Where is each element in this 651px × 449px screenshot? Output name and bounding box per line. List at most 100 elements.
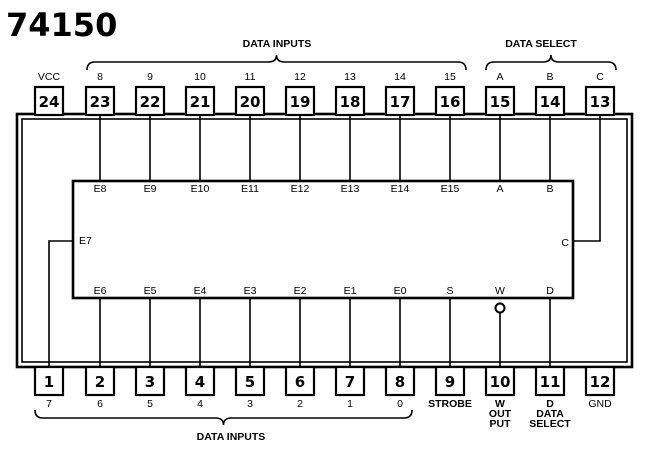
pin-box <box>134 85 166 117</box>
pin-label: 13 <box>344 71 356 83</box>
inner-signal-label: E13 <box>341 183 360 195</box>
pin-box <box>284 85 316 117</box>
pin-box <box>434 365 466 397</box>
pin-box <box>534 365 566 397</box>
pin-box <box>234 365 266 397</box>
data-select-group-label: DATA SELECT <box>505 38 577 50</box>
pin-number: 5 <box>245 373 255 391</box>
pin-box <box>284 365 316 397</box>
pin-label: 6 <box>97 398 103 410</box>
pin-label: 4 <box>197 398 203 410</box>
pin-number: 2 <box>95 373 105 391</box>
inner-signal-label: E11 <box>241 183 259 195</box>
pin-label: 10 <box>194 71 206 83</box>
pin-label: 9 <box>147 71 153 83</box>
pin-number: 6 <box>295 373 305 391</box>
data-inputs-group-label: DATA INPUTS <box>243 38 312 50</box>
pin-label: 1 <box>347 398 353 410</box>
pin-label-line: OUT <box>489 408 512 420</box>
pin-number: 11 <box>540 373 561 391</box>
inner-signal-label: E8 <box>94 183 107 195</box>
pin-label: VCC <box>38 71 61 83</box>
pin-number: 1 <box>44 373 54 391</box>
pin-label: 7 <box>46 398 52 410</box>
bottom-data-inputs-bracket <box>34 409 413 426</box>
pin-label: 3 <box>247 398 253 410</box>
pin-box <box>334 365 366 397</box>
pin-label: 11 <box>245 71 256 83</box>
pin-label: 15 <box>444 71 456 83</box>
pin-label: 14 <box>394 71 406 83</box>
pin-label-line: D <box>546 398 554 410</box>
pin-number: 16 <box>440 93 461 111</box>
pin-label-line: DATA <box>536 408 564 420</box>
pin-box <box>584 365 616 397</box>
package-outline <box>15 112 634 369</box>
pin-box <box>534 85 566 117</box>
pin-number: 13 <box>590 93 611 111</box>
pin-number: 10 <box>490 373 511 391</box>
pin-label: GND <box>588 398 612 410</box>
inner-signal-label: D <box>546 285 554 297</box>
pin-label: A <box>496 71 503 83</box>
pin-number: 19 <box>290 93 311 111</box>
pin-box <box>84 85 116 117</box>
pin-number: 23 <box>90 93 111 111</box>
pin-box <box>584 85 616 117</box>
pin-number: 3 <box>145 373 155 391</box>
pin-box <box>184 85 216 117</box>
inner-signal-label: E6 <box>94 285 107 297</box>
pin-number: 24 <box>39 93 60 111</box>
inner-signal-label: E10 <box>191 183 210 195</box>
inner-signal-label: E14 <box>391 183 410 195</box>
data-select-bracket <box>485 54 617 71</box>
pin-box <box>234 85 266 117</box>
inner-signal-label: E0 <box>394 285 407 297</box>
pin-box <box>384 85 416 117</box>
inner-signal-label: E4 <box>194 285 207 297</box>
inner-signal-label: E15 <box>441 183 460 195</box>
inner-signal-label: E12 <box>291 183 310 195</box>
pin-box <box>184 365 216 397</box>
pin-box <box>484 85 516 117</box>
pin-label: C <box>596 71 604 83</box>
inner-signal-label: B <box>546 183 553 195</box>
pin-box <box>84 365 116 397</box>
pin-box <box>434 85 466 117</box>
inner-signal-label: E1 <box>344 285 357 297</box>
pin-label: 0 <box>397 398 403 410</box>
pin-label-line: PUT <box>490 418 512 430</box>
pin-number: 22 <box>140 93 161 111</box>
package-inner-outline <box>21 118 628 363</box>
pin-number: 12 <box>590 373 611 391</box>
bottom-data-inputs-group-label: DATA INPUTS <box>197 431 266 443</box>
inner-signal-label: C <box>561 237 569 249</box>
inner-signal-label: W <box>495 285 505 297</box>
inner-signal-label: E2 <box>294 285 307 297</box>
pin-number: 17 <box>390 93 411 111</box>
pin-box <box>134 365 166 397</box>
pin-label: 12 <box>294 71 306 83</box>
pin-label-line: W <box>495 398 505 410</box>
pin-number: 18 <box>340 93 361 111</box>
pin-number: 8 <box>395 373 405 391</box>
pin-box <box>334 85 366 117</box>
pin-label: 8 <box>97 71 103 83</box>
pin-label: 2 <box>297 398 303 410</box>
pin-number: 15 <box>490 93 511 111</box>
inner-signal-label: S <box>446 285 453 297</box>
pin-number: 7 <box>345 373 355 391</box>
pin-number: 14 <box>540 93 561 111</box>
wire-pin-1-e7 <box>48 240 73 367</box>
pin-box <box>33 365 65 397</box>
chip-title: 74150 <box>6 6 117 44</box>
pin-number: 9 <box>445 373 455 391</box>
inner-signal-label: E3 <box>244 285 257 297</box>
pin-box <box>33 85 65 117</box>
wire-pin-13-c <box>573 115 601 242</box>
pin-number: 20 <box>240 93 261 111</box>
